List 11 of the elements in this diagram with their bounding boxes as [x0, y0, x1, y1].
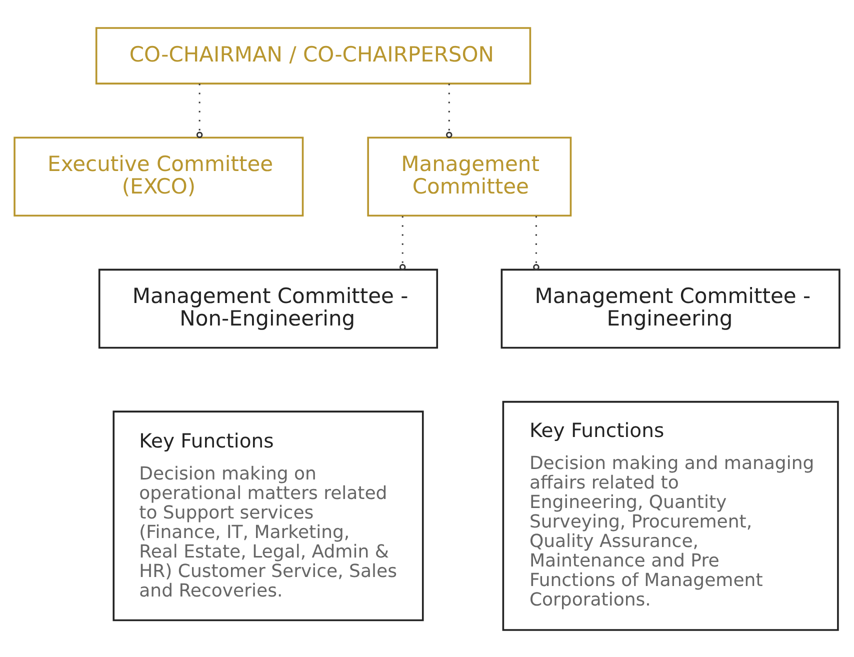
connector: [399, 216, 406, 270]
node-box: Management Committee: [367, 136, 572, 216]
connector: [196, 83, 203, 138]
connector: [446, 83, 452, 138]
node-box: Key Functions Decision making on operational matters related to Support services (Finance, IT, Marketing, Real Estate, Legal, Admin & HR) Customer Service, Sales and Recoveries.: [112, 410, 424, 621]
node-box: Key Functions Decision making and managing affairs related to Engineering, Quantity Surveying, Procurement, Quality Assurance, Maintenance and Pre Functions of Management Corporations.: [502, 400, 839, 630]
node-box: Management Committee - Non-Engineering: [98, 268, 438, 348]
node-box: CO-CHAIRMAN / CO-CHAIRPERSON: [95, 26, 532, 84]
node-box: Management Committee - Engineering: [500, 268, 840, 348]
node-box: Executive Committee (EXCO): [14, 136, 304, 216]
connector: [533, 216, 540, 270]
